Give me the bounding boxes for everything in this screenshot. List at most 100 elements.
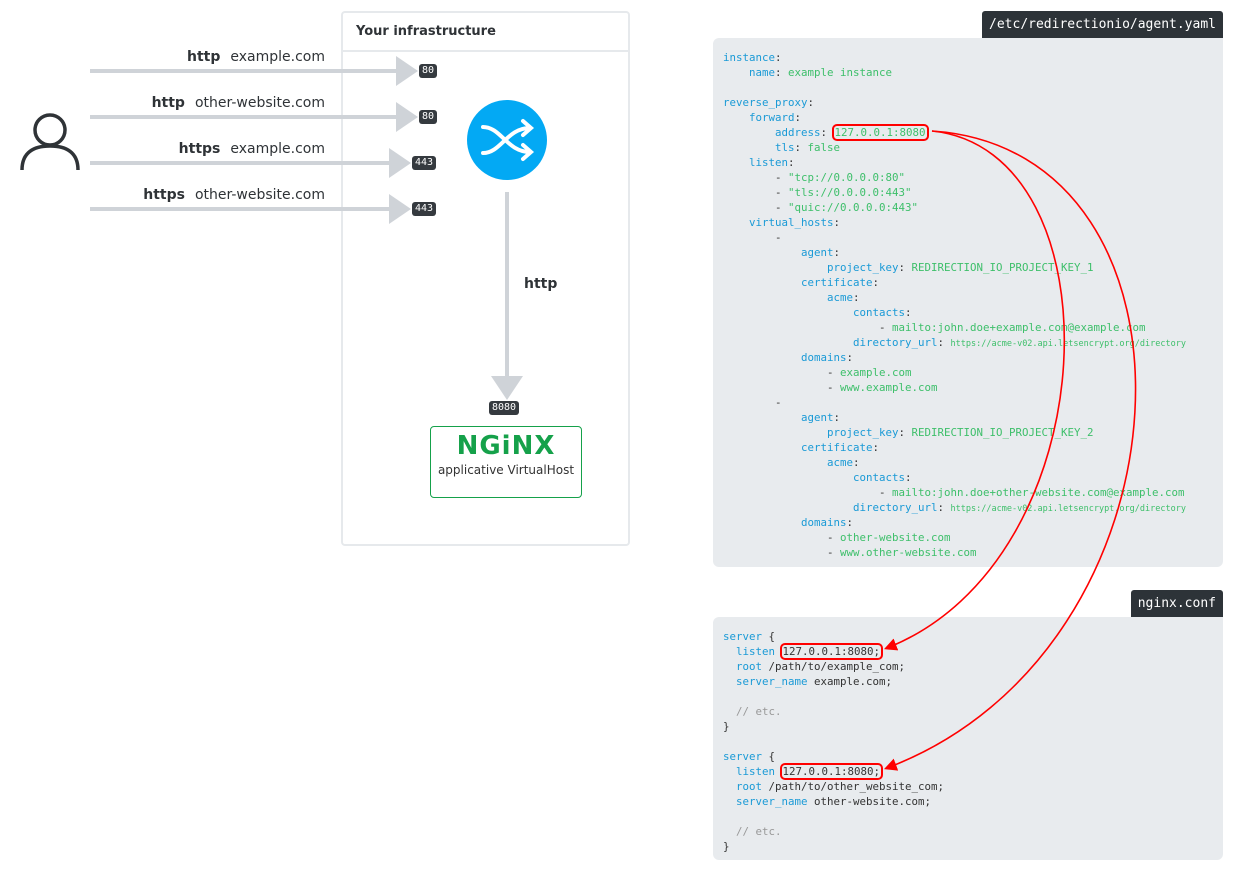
- list-dash: -: [775, 231, 782, 244]
- request-arrows: [90, 56, 523, 400]
- code-key: tls: [775, 141, 795, 154]
- code-line: - "tcp://0.0.0.0:80": [723, 170, 905, 185]
- code-key: acme: [827, 456, 854, 469]
- code-key: agent: [801, 411, 834, 424]
- code-line: // etc.: [723, 704, 782, 719]
- port-badge: 80: [419, 64, 438, 78]
- code-value: https://acme-v02.api.letsencrypt.org/dir…: [950, 339, 1186, 349]
- code-line: - example.com: [723, 365, 912, 380]
- code-value: "quic://0.0.0.0:443": [788, 201, 919, 214]
- code-line: virtual_hosts:: [749, 216, 847, 229]
- code-line: server_name other-website.com;: [723, 794, 931, 809]
- code-line: - www.other-website.com: [723, 545, 977, 560]
- code-key: forward: [749, 111, 795, 124]
- code-key: server_name: [736, 795, 808, 808]
- list-dash: -: [879, 486, 893, 499]
- list-dash: -: [827, 381, 841, 394]
- port-badge: 443: [412, 202, 437, 216]
- code-line: reverse_proxy:: [723, 96, 821, 109]
- code-line: listen:: [749, 156, 802, 169]
- code-value: other-website.com: [840, 531, 951, 544]
- infrastructure-box: Your infrastructure: [341, 11, 630, 546]
- code-line: // etc.: [723, 824, 782, 839]
- list-dash: -: [827, 546, 841, 559]
- code-line: contacts:: [853, 306, 919, 319]
- code-line: project_key: REDIRECTION_IO_PROJECT_KEY_…: [827, 261, 1094, 274]
- nginx-config-filename: nginx.conf: [1130, 590, 1223, 617]
- code-key: server: [723, 750, 763, 763]
- code-line: instance:: [723, 51, 789, 64]
- highlighted-address: 127.0.0.1:8080: [831, 124, 929, 141]
- code-line: acme:: [827, 456, 867, 469]
- code-line: }: [723, 839, 730, 854]
- list-dash: -: [879, 321, 893, 334]
- infrastructure-title: Your infrastructure: [343, 13, 628, 52]
- list-dash: -: [775, 201, 789, 214]
- code-line: server {: [723, 629, 775, 644]
- code-line: certificate:: [801, 441, 886, 454]
- code-line: - mailto:john.doe+example.com@example.co…: [723, 320, 1146, 335]
- code-key: certificate: [801, 441, 873, 454]
- virtualhost-label: applicative VirtualHost: [437, 463, 575, 477]
- code-value: "tls://0.0.0.0:443": [788, 186, 912, 199]
- code-key: domains: [801, 351, 847, 364]
- code-key: acme: [827, 291, 854, 304]
- code-comment: // etc.: [736, 825, 782, 838]
- code-value: {: [768, 750, 776, 763]
- list-dash: -: [775, 171, 789, 184]
- highlighted-address: 127.0.0.1:8080;: [779, 643, 884, 660]
- code-value: /path/to/other_website_com;: [768, 780, 945, 793]
- code-line: domains:: [801, 351, 860, 364]
- user-icon: [20, 113, 80, 171]
- code-key: contacts: [853, 306, 906, 319]
- code-line: agent:: [801, 411, 847, 424]
- code-value: example.com;: [814, 675, 893, 688]
- code-line: }: [723, 719, 730, 734]
- code-key: project_key: [827, 426, 899, 439]
- nginx-virtualhost-box: NGiNX applicative VirtualHost: [430, 426, 582, 498]
- code-key: instance: [723, 51, 776, 64]
- code-key: listen: [749, 156, 789, 169]
- code-value: }: [723, 720, 730, 733]
- port-badge: 443: [412, 156, 437, 170]
- code-key: virtual_hosts: [749, 216, 834, 229]
- code-key: domains: [801, 516, 847, 529]
- code-line: tls: false: [775, 141, 841, 154]
- forward-protocol-label: http: [524, 276, 558, 292]
- code-line: - www.example.com: [723, 380, 938, 395]
- code-line: domains:: [801, 516, 860, 529]
- code-key: project_key: [827, 261, 899, 274]
- code-line: listen 127.0.0.1:8080;: [723, 643, 884, 660]
- code-line: certificate:: [801, 276, 886, 289]
- code-key: server_name: [736, 675, 808, 688]
- code-line: directory_url: https://acme-v02.api.lets…: [853, 501, 1186, 514]
- code-line: root /path/to/other_website_com;: [723, 779, 944, 794]
- code-key: directory_url: [853, 501, 938, 514]
- shuffle-icon: [467, 100, 547, 180]
- code-comment: // etc.: [736, 705, 782, 718]
- agent-config-filename: /etc/redirectionio/agent.yaml: [982, 11, 1223, 38]
- code-value: www.example.com: [840, 381, 938, 394]
- code-line: - "quic://0.0.0.0:443": [723, 200, 918, 215]
- code-key: root: [736, 780, 763, 793]
- code-line: listen 127.0.0.1:8080;: [723, 763, 884, 780]
- code-line: address: 127.0.0.1:8080: [775, 124, 929, 141]
- code-line: directory_url: https://acme-v02.api.lets…: [853, 336, 1186, 349]
- code-line: - other-website.com: [723, 530, 951, 545]
- code-line: server {: [723, 749, 775, 764]
- code-value: www.other-website.com: [840, 546, 977, 559]
- code-key: reverse_proxy: [723, 96, 808, 109]
- code-key: certificate: [801, 276, 873, 289]
- code-line: -: [723, 395, 782, 410]
- code-line: name: example instance: [749, 66, 893, 79]
- nginx-logo: NGiNX: [456, 431, 556, 461]
- code-line: contacts:: [853, 471, 919, 484]
- code-line: agent:: [801, 246, 847, 259]
- port-badge: 80: [419, 110, 438, 124]
- nginx-config-code: server { listen 127.0.0.1:8080; root /pa…: [713, 617, 1223, 860]
- list-dash: -: [775, 186, 789, 199]
- list-dash: -: [827, 366, 841, 379]
- code-value: REDIRECTION_IO_PROJECT_KEY_1: [911, 261, 1094, 274]
- code-line: project_key: REDIRECTION_IO_PROJECT_KEY_…: [827, 426, 1094, 439]
